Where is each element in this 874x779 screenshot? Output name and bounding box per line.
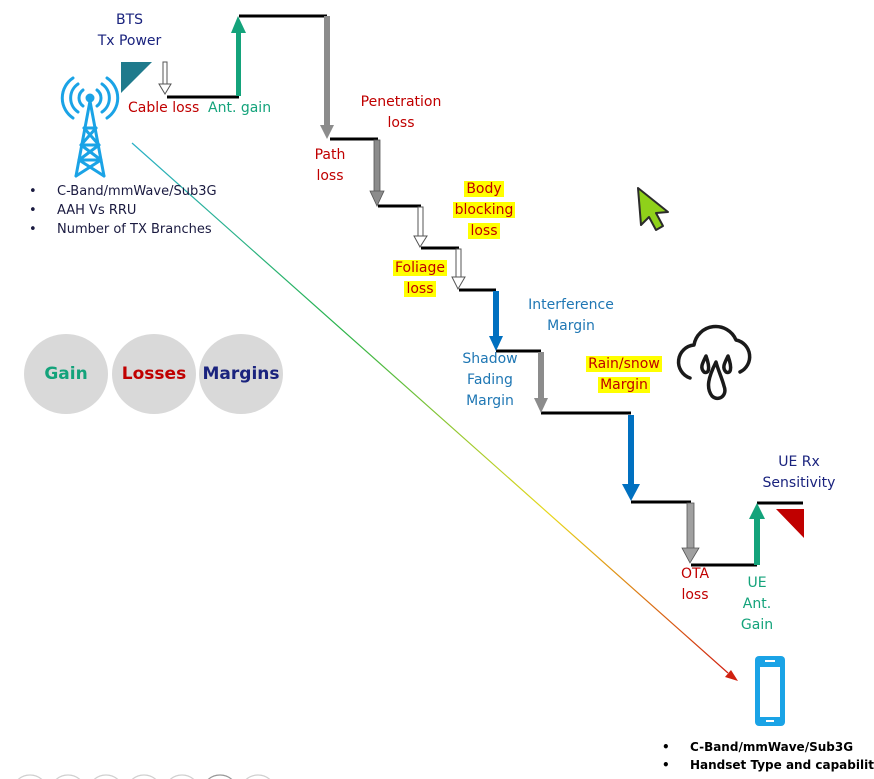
rain-snow-margin-arrow bbox=[622, 415, 640, 501]
cable-loss-label: Cable loss bbox=[128, 100, 200, 116]
bts-tx-power-label: BTS Tx Power bbox=[92, 10, 167, 52]
interference-margin-line2: Margin bbox=[547, 318, 595, 334]
ue-ant-gain-line1: UE bbox=[747, 575, 767, 591]
link-arrowhead bbox=[725, 670, 738, 681]
bottom-thumbnail-circles bbox=[17, 774, 271, 779]
foliage-loss-arrow bbox=[451, 248, 466, 291]
legend-margins: Margins bbox=[199, 334, 283, 414]
penetration-loss-arrow bbox=[369, 139, 385, 207]
bts-bullet-list: C-Band/mmWave/Sub3G AAH Vs RRU Number of… bbox=[29, 182, 217, 239]
legend-losses: Losses bbox=[112, 334, 196, 414]
path-loss-arrow bbox=[320, 16, 334, 139]
ue-bullet-list: C-Band/mmWave/Sub3G Handset Type and cap… bbox=[662, 738, 874, 774]
ota-loss-label: OTA loss bbox=[671, 564, 719, 606]
ota-loss-line1: OTA bbox=[680, 566, 710, 582]
body-blocking-loss-arrow bbox=[413, 206, 428, 248]
legend-gain: Gain bbox=[24, 334, 108, 414]
foliage-loss-line2: loss bbox=[404, 281, 436, 297]
shadow-fading-line2: Fading bbox=[467, 372, 513, 388]
rain-cloud-icon bbox=[676, 324, 752, 401]
link-diagonal-line bbox=[131, 142, 729, 674]
shadow-fading-line3: Margin bbox=[466, 393, 514, 409]
ue-ant-gain-line2: Ant. bbox=[742, 596, 772, 612]
tx-power-marker bbox=[121, 62, 152, 93]
legend-losses-label: Losses bbox=[121, 364, 187, 384]
cable-loss-arrow bbox=[158, 61, 172, 95]
ant-gain-label: Ant. gain bbox=[208, 100, 272, 116]
shadow-fading-line1: Shadow bbox=[462, 351, 518, 367]
penetration-loss-line1: Penetration bbox=[360, 94, 442, 110]
ue-ant-gain-line3: Gain bbox=[740, 617, 774, 633]
smartphone-icon bbox=[755, 656, 785, 726]
bts-bullet-item: AAH Vs RRU bbox=[29, 201, 217, 220]
bts-tx-power-line2: Tx Power bbox=[97, 33, 162, 49]
penetration-loss-line2: loss bbox=[387, 115, 415, 131]
cursor-icon bbox=[637, 187, 669, 231]
legend-gain-label: Gain bbox=[44, 364, 88, 384]
bts-bullet-item: Number of TX Branches bbox=[29, 220, 217, 239]
rain-snow-line2: Margin bbox=[598, 377, 650, 393]
path-loss-label: Path loss bbox=[306, 145, 354, 187]
ue-rx-line1: UE Rx bbox=[778, 454, 820, 470]
ota-loss-line2: loss bbox=[681, 587, 709, 603]
body-blocking-loss-label: Body blocking loss bbox=[449, 179, 519, 242]
body-blocking-line2: blocking bbox=[452, 202, 516, 218]
penetration-loss-label: Penetration loss bbox=[356, 92, 446, 134]
ue-bullet-item: C-Band/mmWave/Sub3G bbox=[662, 738, 874, 756]
interference-margin-label: Interference Margin bbox=[521, 295, 621, 337]
ue-bullet-item: Handset Type and capability bbox=[662, 756, 874, 774]
ue-ant-gain-arrow bbox=[749, 503, 765, 565]
path-loss-line2: loss bbox=[316, 168, 344, 184]
rain-snow-line1: Rain/snow bbox=[586, 356, 662, 372]
rx-sensitivity-marker bbox=[776, 509, 804, 538]
foliage-loss-label: Foliage loss bbox=[388, 258, 452, 300]
body-blocking-line1: Body bbox=[464, 181, 504, 197]
level-steps bbox=[167, 14, 803, 567]
ue-rx-line2: Sensitivity bbox=[762, 475, 836, 491]
interference-margin-arrow bbox=[489, 291, 503, 351]
interference-margin-line1: Interference bbox=[528, 297, 614, 313]
bts-tx-power-line1: BTS bbox=[115, 12, 144, 28]
body-blocking-line3: loss bbox=[468, 223, 500, 239]
shadow-fading-margin-label: Shadow Fading Margin bbox=[456, 349, 524, 412]
ue-rx-sensitivity-label: UE Rx Sensitivity bbox=[752, 452, 846, 494]
bts-bullet-item: C-Band/mmWave/Sub3G bbox=[29, 182, 217, 201]
ant-gain-arrow bbox=[231, 16, 246, 96]
ue-ant-gain-label: UE Ant. Gain bbox=[733, 573, 781, 636]
rain-snow-margin-label: Rain/snow Margin bbox=[580, 354, 668, 396]
shadow-fading-margin-arrow bbox=[534, 352, 548, 413]
legend-margins-label: Margins bbox=[202, 364, 280, 384]
foliage-loss-line1: Foliage bbox=[393, 260, 447, 276]
cell-tower-icon bbox=[60, 76, 120, 178]
ota-loss-arrow bbox=[681, 502, 700, 564]
path-loss-line1: Path bbox=[314, 147, 346, 163]
